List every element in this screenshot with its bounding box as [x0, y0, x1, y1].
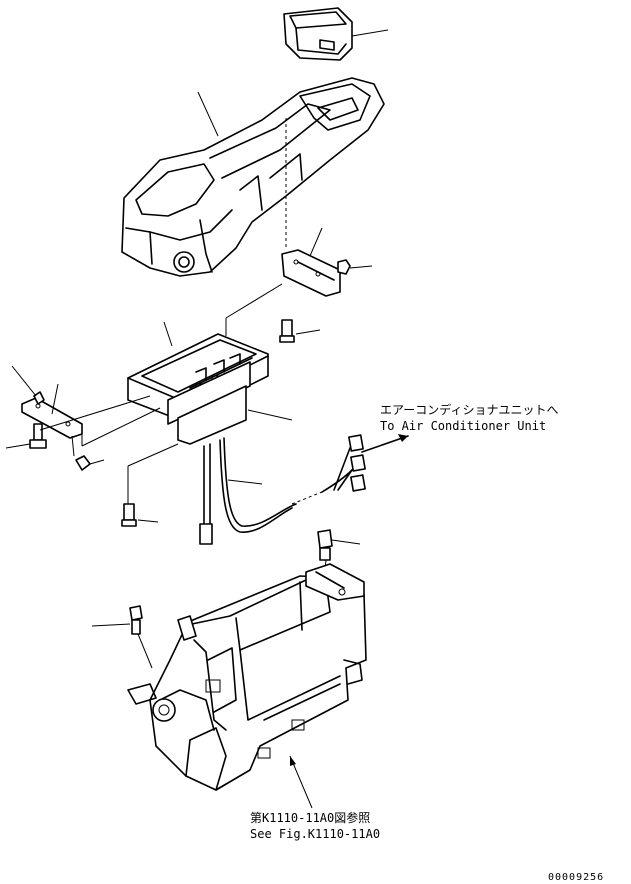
console-cover-part: [121, 77, 385, 277]
left-bracket-part: [5, 365, 161, 471]
ref-label-jp: 第K1110-11A0図参照: [250, 810, 370, 825]
bolt-part-2: [121, 443, 179, 527]
harness-part: [199, 434, 409, 545]
bolt-part-3: [317, 529, 361, 579]
tray-part: [283, 7, 389, 61]
bolt-part-4: [91, 605, 153, 669]
bolt-part: [279, 319, 321, 343]
drawing-number: 00009256: [548, 872, 604, 883]
ac-label-en: To Air Conditioner Unit: [380, 419, 546, 433]
ac-label-jp: エアーコンディショナユニットへ: [380, 402, 558, 417]
right-bracket-part: [281, 227, 373, 297]
control-panel-part: [127, 321, 293, 445]
ref-label-en: See Fig.K1110-11A0: [250, 827, 380, 841]
base-frame-part: [127, 563, 367, 791]
